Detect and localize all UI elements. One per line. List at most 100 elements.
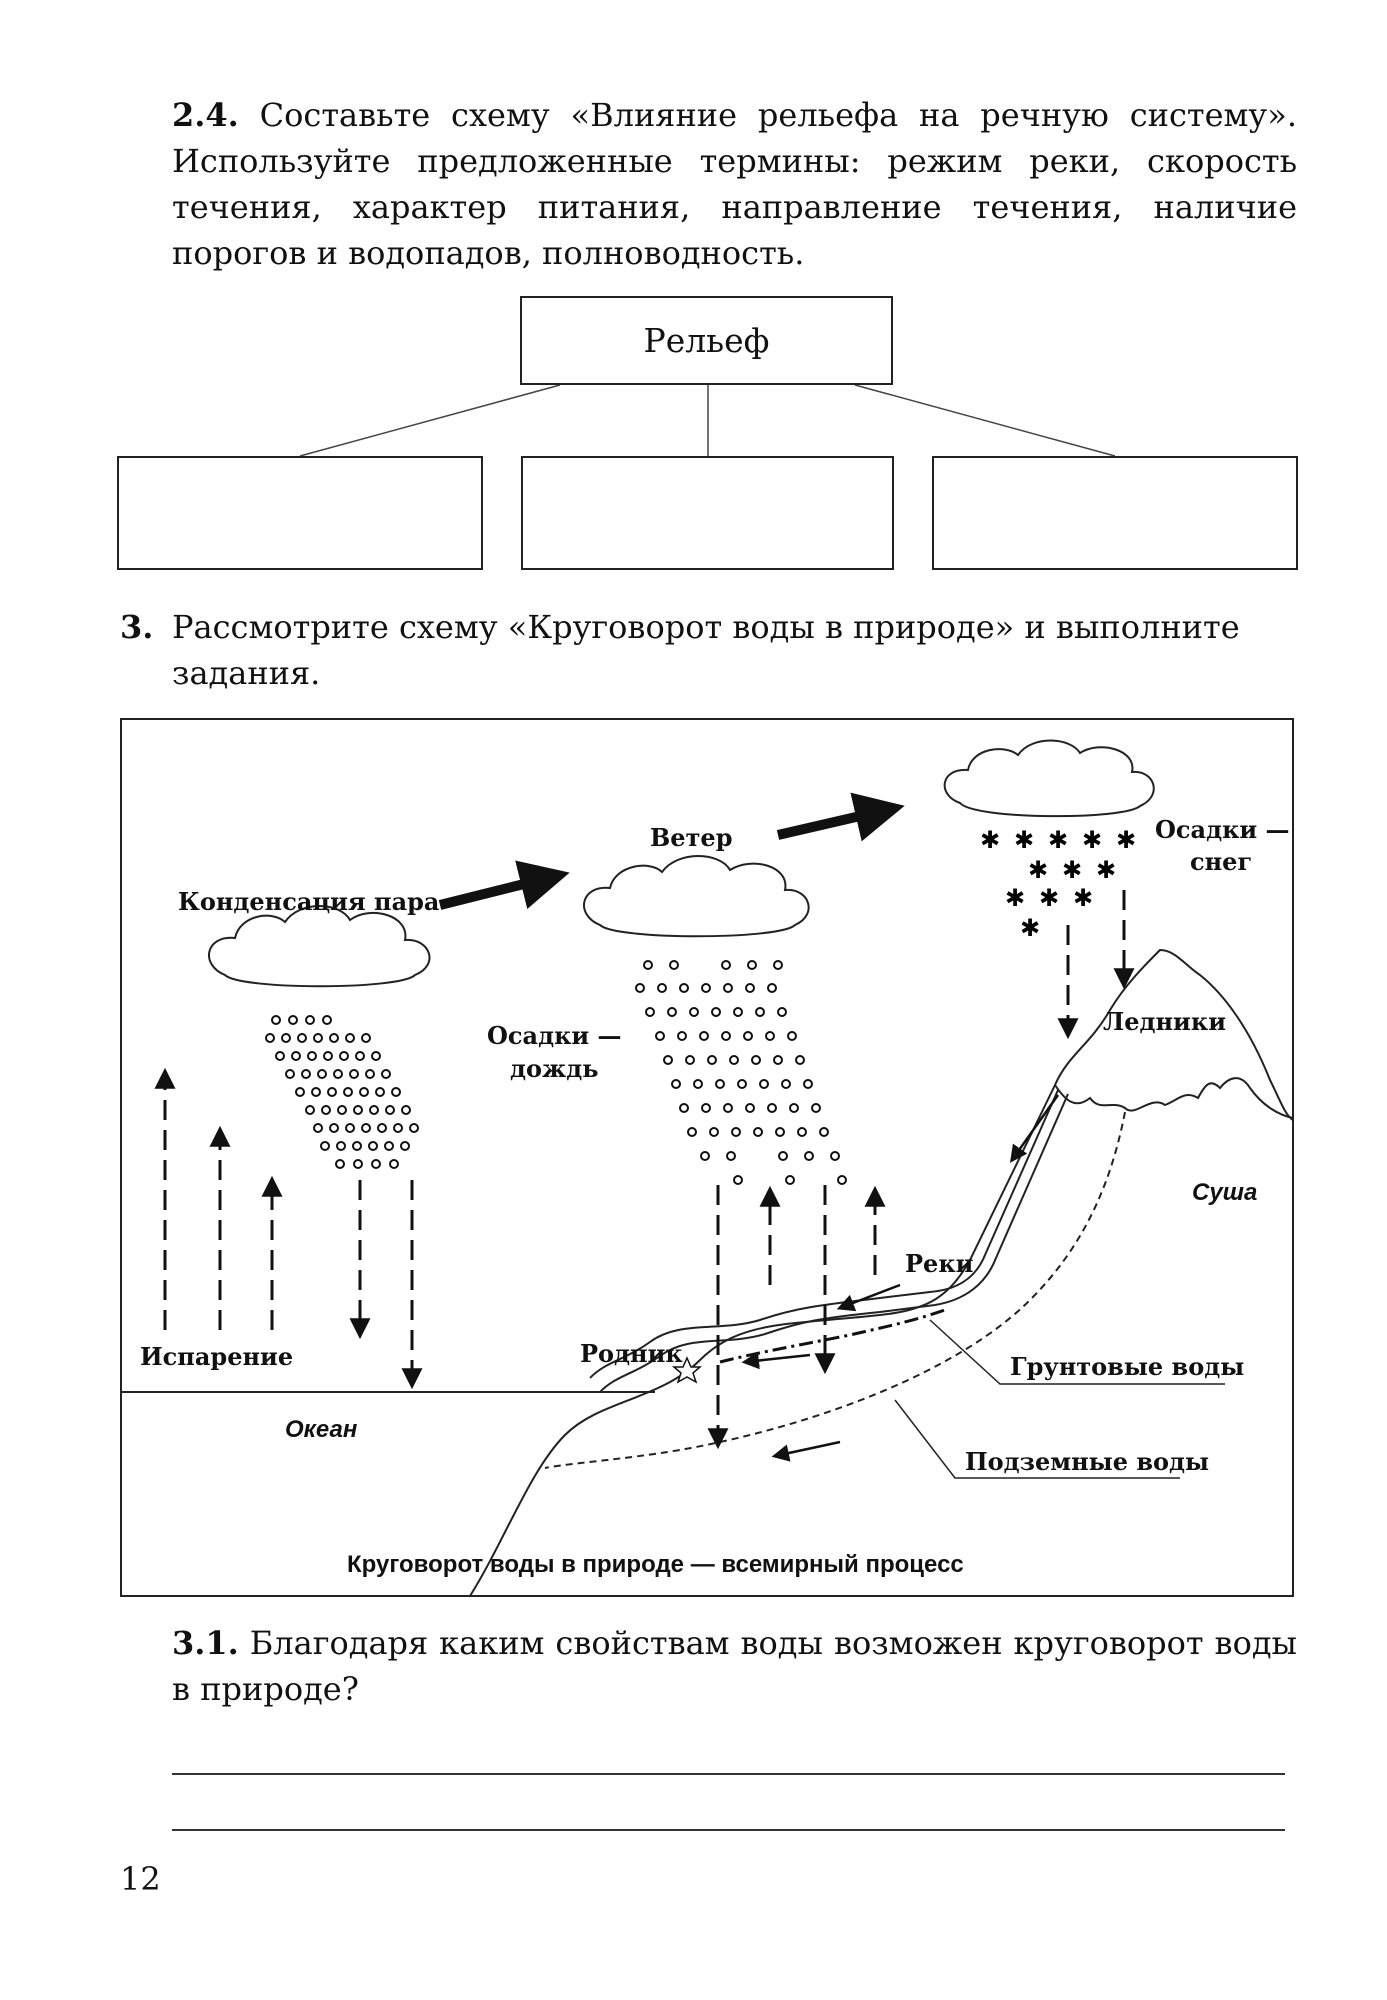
raindrop-icon	[830, 1151, 840, 1161]
task-number: 3.1.	[172, 1624, 239, 1662]
raindrop-icon	[723, 1103, 733, 1113]
snowflake-icon: ✱	[1082, 826, 1102, 854]
scheme-connectors	[299, 384, 1116, 457]
raindrop-icon	[699, 1031, 709, 1041]
label-ocean: Океан	[285, 1416, 358, 1443]
task-number: 3.	[120, 608, 154, 646]
underground-water-line	[544, 1111, 1126, 1469]
raindrop-icon	[339, 1051, 349, 1061]
raindrop-icon	[667, 1007, 677, 1017]
wind-arrow-lower	[438, 860, 570, 910]
raindrop-icon	[635, 983, 645, 993]
raindrop-icon	[745, 1103, 755, 1113]
wind-arrow-upper	[776, 792, 905, 842]
spring-star-icon	[671, 1356, 703, 1384]
raindrop-icon	[737, 1079, 747, 1089]
raindrop-icon	[371, 1051, 381, 1061]
raindrop-icon	[819, 1127, 829, 1137]
raindrop-icon	[281, 1033, 291, 1043]
snowflake-icon: ✱	[1020, 914, 1040, 942]
raindrop-icon	[317, 1069, 327, 1079]
raindrop-icon	[275, 1051, 285, 1061]
raindrop-icon	[789, 1103, 799, 1113]
task-2-4-paragraph: 2.4. Составьте схему «Влияние рельефа на…	[172, 92, 1297, 276]
raindrop-icon	[329, 1123, 339, 1133]
raindrop-icon	[643, 960, 653, 970]
answer-line-2[interactable]	[172, 1829, 1285, 1831]
raindrop-icon	[371, 1159, 381, 1169]
connector-left	[299, 384, 561, 457]
answer-box-middle[interactable]	[521, 456, 894, 570]
raindrop-icon	[645, 1007, 655, 1017]
label-rivers: Реки	[905, 1249, 973, 1278]
river-flow-arrow	[836, 1283, 901, 1312]
task-text: Составьте схему «Влияние рельефа на речн…	[172, 96, 1298, 272]
raindrop-icon	[745, 983, 755, 993]
snowflake-icon: ✱	[980, 826, 1000, 854]
snowflake-icon: ✱	[1005, 884, 1025, 912]
raindrop-icon	[361, 1123, 371, 1133]
raindrop-icon	[753, 1127, 763, 1137]
raindrop-icon	[401, 1105, 411, 1115]
label-condensation: Конденсация пара	[178, 887, 439, 916]
raindrop-icon	[767, 983, 777, 993]
label-land: Суша	[1192, 1179, 1257, 1206]
cloud-middle	[583, 855, 810, 938]
raindrop-icon	[759, 1079, 769, 1089]
task-3-paragraph: 3.Рассмотрите схему «Круговорот воды в п…	[120, 604, 1300, 696]
raindrop-icon	[313, 1123, 323, 1133]
raindrop-icon	[285, 1069, 295, 1079]
raindrop-icon	[381, 1069, 391, 1079]
label-glaciers: Ледники	[1103, 1007, 1226, 1036]
snowflake-icon: ✱	[1028, 856, 1048, 884]
raindrop-icon	[781, 1079, 791, 1089]
raindrop-icon	[391, 1087, 401, 1097]
raindrop-icon	[837, 1175, 847, 1185]
label-underground: Подземные воды	[965, 1447, 1209, 1476]
task-text: Благодаря каким свойствам воды возможен …	[172, 1624, 1298, 1708]
raindrop-icon	[726, 1151, 736, 1161]
raindrop-icon	[336, 1141, 346, 1151]
answer-box-left[interactable]	[117, 456, 483, 570]
raindrop-icon	[700, 1151, 710, 1161]
raindrop-icon	[345, 1123, 355, 1133]
raindrop-icon	[369, 1105, 379, 1115]
raindrop-icon	[755, 1007, 765, 1017]
snowflake-icon: ✱	[1048, 826, 1068, 854]
label-wind: Ветер	[650, 823, 732, 852]
raindrop-icon	[729, 1055, 739, 1065]
answer-line-1[interactable]	[172, 1773, 1285, 1775]
diagram-frame	[120, 718, 1294, 1597]
raindrop-icon	[400, 1141, 410, 1151]
raindrop-icon	[765, 1031, 775, 1041]
raindrop-icon	[743, 1031, 753, 1041]
label-snow-precip-1: Осадки —	[1155, 815, 1290, 844]
snowflake-icon: ✱	[1096, 856, 1116, 884]
rain-drops-left	[265, 1015, 419, 1169]
raindrop-icon	[329, 1033, 339, 1043]
raindrop-icon	[785, 1175, 795, 1185]
raindrop-icon	[385, 1105, 395, 1115]
raindrop-icon	[345, 1033, 355, 1043]
raindrop-icon	[773, 960, 783, 970]
terrain-slope	[469, 1084, 1056, 1597]
raindrop-icon	[323, 1051, 333, 1061]
raindrop-icon	[669, 960, 679, 970]
raindrop-icon	[389, 1159, 399, 1169]
raindrop-icon	[320, 1141, 330, 1151]
page-number: 12	[120, 1860, 161, 1898]
raindrop-icon	[307, 1051, 317, 1061]
raindrop-icon	[409, 1123, 419, 1133]
raindrop-icon	[751, 1055, 761, 1065]
raindrop-icon	[663, 1055, 673, 1065]
answer-box-right[interactable]	[932, 456, 1298, 570]
raindrop-icon	[305, 1015, 315, 1025]
raindrop-icon	[733, 1007, 743, 1017]
raindrop-icon	[335, 1159, 345, 1169]
raindrop-icon	[767, 1103, 777, 1113]
label-evaporation: Испарение	[140, 1342, 293, 1371]
label-rain-precip-2: дождь	[510, 1054, 599, 1083]
raindrop-icon	[709, 1127, 719, 1137]
river-line-outer	[589, 1089, 1059, 1379]
raindrop-icon	[377, 1123, 387, 1133]
